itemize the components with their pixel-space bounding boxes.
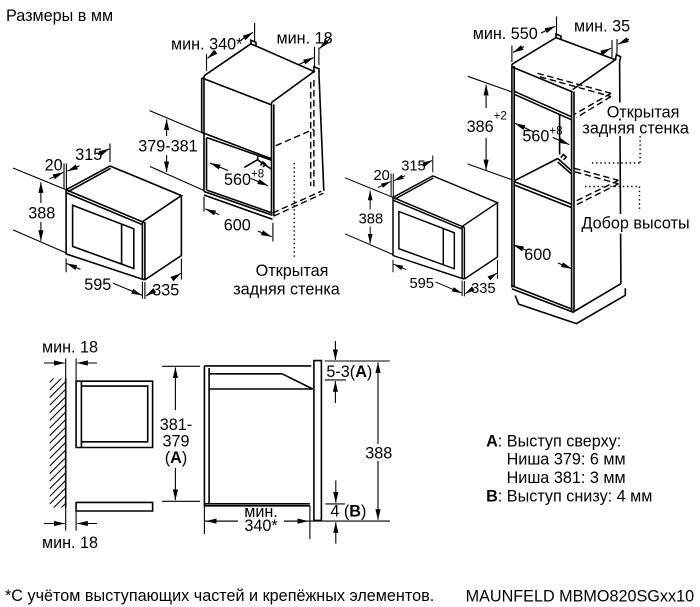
svg-text:Открытая: Открытая [256,262,329,280]
svg-text:Ниша 379: 6 мм: Ниша 379: 6 мм [507,451,626,469]
svg-text:340*: 340* [244,517,278,535]
svg-text:595: 595 [409,276,433,292]
svg-text:4 (В): 4 (В) [330,503,366,521]
svg-text:*С учётом выступающих частей и: *С учётом выступающих частей и крепёжных… [5,587,434,605]
svg-text:20: 20 [45,157,63,175]
svg-text:мин. 340*: мин. 340* [171,36,243,54]
svg-text:388: 388 [359,212,383,228]
svg-text:379: 379 [162,433,189,451]
svg-text:381-: 381- [160,416,192,434]
svg-text:Открытая: Открытая [607,103,680,121]
svg-text:315: 315 [75,146,102,164]
svg-text:Ниша 381: 3 мм: Ниша 381: 3 мм [507,469,626,487]
svg-text:задняя стенка: задняя стенка [233,280,340,298]
svg-text:MAUNFELD MBMO820SGxx10: MAUNFELD MBMO820SGxx10 [466,588,694,606]
svg-text:мин.: мин. [244,503,278,521]
svg-text:20: 20 [374,168,390,184]
svg-text:388: 388 [365,444,392,462]
svg-text:задняя стенка: задняя стенка [582,120,689,138]
svg-text:А: Выступ сверху:: А: Выступ сверху: [486,432,621,450]
svg-text:(А): (А) [165,449,187,467]
svg-text:мин. 18: мин. 18 [42,534,98,552]
svg-text:595: 595 [84,276,111,294]
svg-text:335: 335 [152,281,179,299]
svg-text:мин. 35: мин. 35 [574,18,630,36]
svg-text:5-3(А): 5-3(А) [326,363,372,381]
svg-text:мин. 550: мин. 550 [473,25,538,43]
svg-text:335: 335 [471,281,495,297]
svg-text:Размеры в мм: Размеры в мм [6,7,113,25]
svg-text:388: 388 [28,205,55,223]
svg-text:мин. 18: мин. 18 [42,339,98,357]
svg-text:мин. 18: мин. 18 [277,30,333,48]
svg-text:600: 600 [224,217,251,235]
svg-text:Добор высоты: Добор высоты [582,215,690,233]
svg-text:379-381: 379-381 [138,137,197,155]
svg-text:В: Выступ снизу: 4 мм: В: Выступ снизу: 4 мм [486,487,652,505]
svg-text:600: 600 [524,246,551,264]
svg-text:315: 315 [401,158,425,174]
